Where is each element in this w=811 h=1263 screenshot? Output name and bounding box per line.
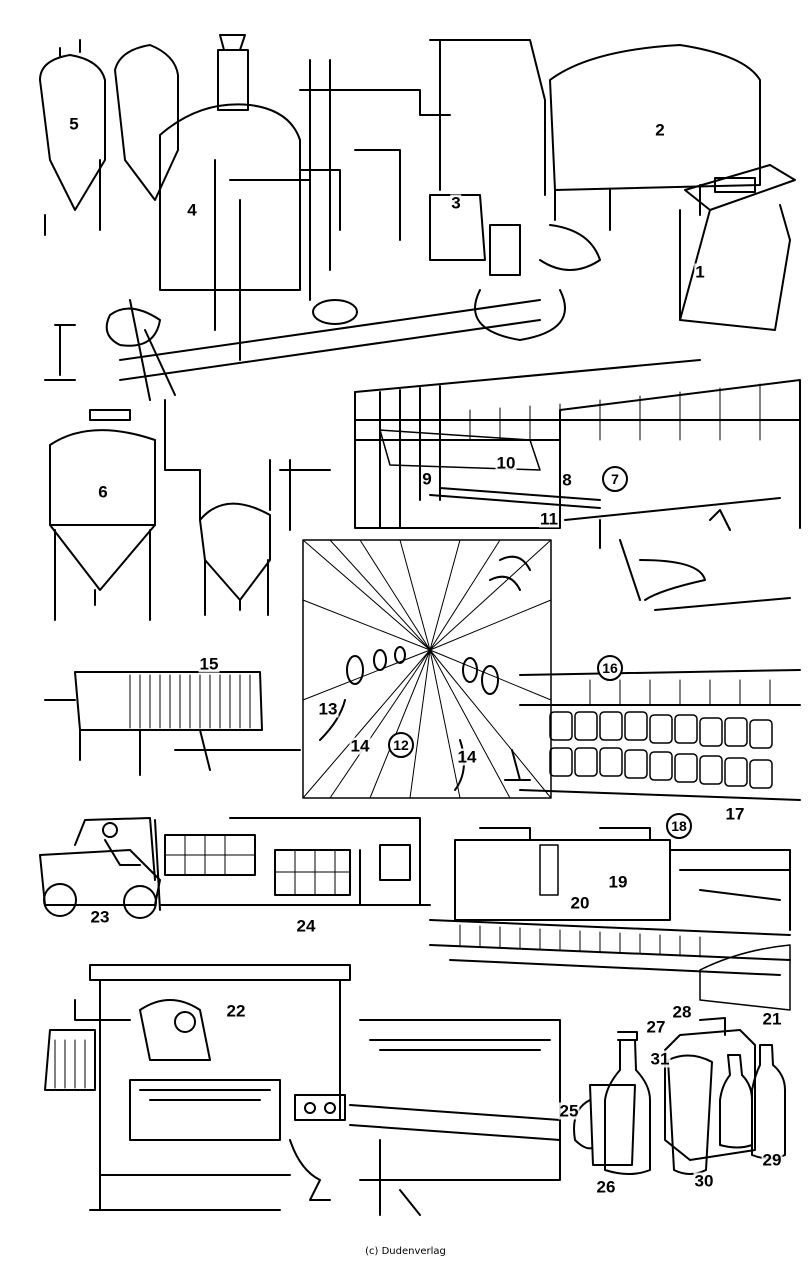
bottles-scene xyxy=(573,1017,786,1175)
tank-scene-6 xyxy=(49,399,331,621)
tank-2 xyxy=(549,44,761,191)
control-desk-1 xyxy=(679,164,796,331)
bottle-29 xyxy=(751,1044,786,1160)
label-3: 3 xyxy=(450,193,462,213)
label-9: 9 xyxy=(421,469,433,489)
bottle-washer-18 xyxy=(429,827,791,1011)
label-26: 26 xyxy=(595,1177,617,1197)
label-7: 7 xyxy=(602,466,628,492)
label-17: 17 xyxy=(724,804,746,824)
label-21: 21 xyxy=(761,1009,783,1029)
label-11: 11 xyxy=(539,509,559,529)
keg-store-16 xyxy=(504,669,801,801)
vessel-4 xyxy=(159,103,301,291)
filler-22 xyxy=(139,999,211,1061)
label-27: 27 xyxy=(645,1017,667,1037)
brewhouse-scene xyxy=(39,34,796,401)
bottling-line-22 xyxy=(44,964,561,1216)
tank-5 xyxy=(39,54,106,211)
beer-glass-30 xyxy=(667,1054,713,1175)
forklift-scene xyxy=(39,817,431,919)
label-14b: 14 xyxy=(456,747,478,767)
label-4: 4 xyxy=(186,200,198,220)
label-2: 2 xyxy=(654,120,666,140)
label-5: 5 xyxy=(68,114,80,134)
label-12: 12 xyxy=(388,732,414,758)
label-22: 22 xyxy=(225,1001,247,1021)
apparatus-3 xyxy=(429,194,521,276)
glass-tankard-25 xyxy=(573,1084,636,1166)
washer-19 xyxy=(454,839,671,921)
label-18: 18 xyxy=(666,813,692,839)
label-15: 15 xyxy=(198,654,220,674)
filter-press xyxy=(74,671,263,731)
label-8: 8 xyxy=(561,470,573,490)
filter-press-15 xyxy=(44,671,301,776)
label-31: 31 xyxy=(649,1049,671,1069)
label-10: 10 xyxy=(495,453,517,473)
forklift-23 xyxy=(39,849,161,906)
label-24: 24 xyxy=(295,916,317,936)
label-28: 28 xyxy=(671,1002,693,1022)
copyright-credit: (c) Dudenverlag xyxy=(365,1246,446,1257)
label-30: 30 xyxy=(693,1171,715,1191)
tank-6 xyxy=(49,429,156,591)
bottle-26 xyxy=(604,1039,651,1175)
label-20: 20 xyxy=(569,893,591,913)
label-25: 25 xyxy=(558,1101,580,1121)
lagering-cellar-12 xyxy=(302,539,552,799)
crates-24 xyxy=(164,834,351,896)
cellar-scene-7 xyxy=(354,359,801,611)
label-29: 29 xyxy=(761,1150,783,1170)
label-16: 16 xyxy=(597,655,623,681)
label-14a: 14 xyxy=(349,736,371,756)
label-1: 1 xyxy=(694,262,706,282)
label-23: 23 xyxy=(89,907,111,927)
label-6: 6 xyxy=(97,482,109,502)
label-19: 19 xyxy=(607,872,629,892)
label-13: 13 xyxy=(317,699,339,719)
